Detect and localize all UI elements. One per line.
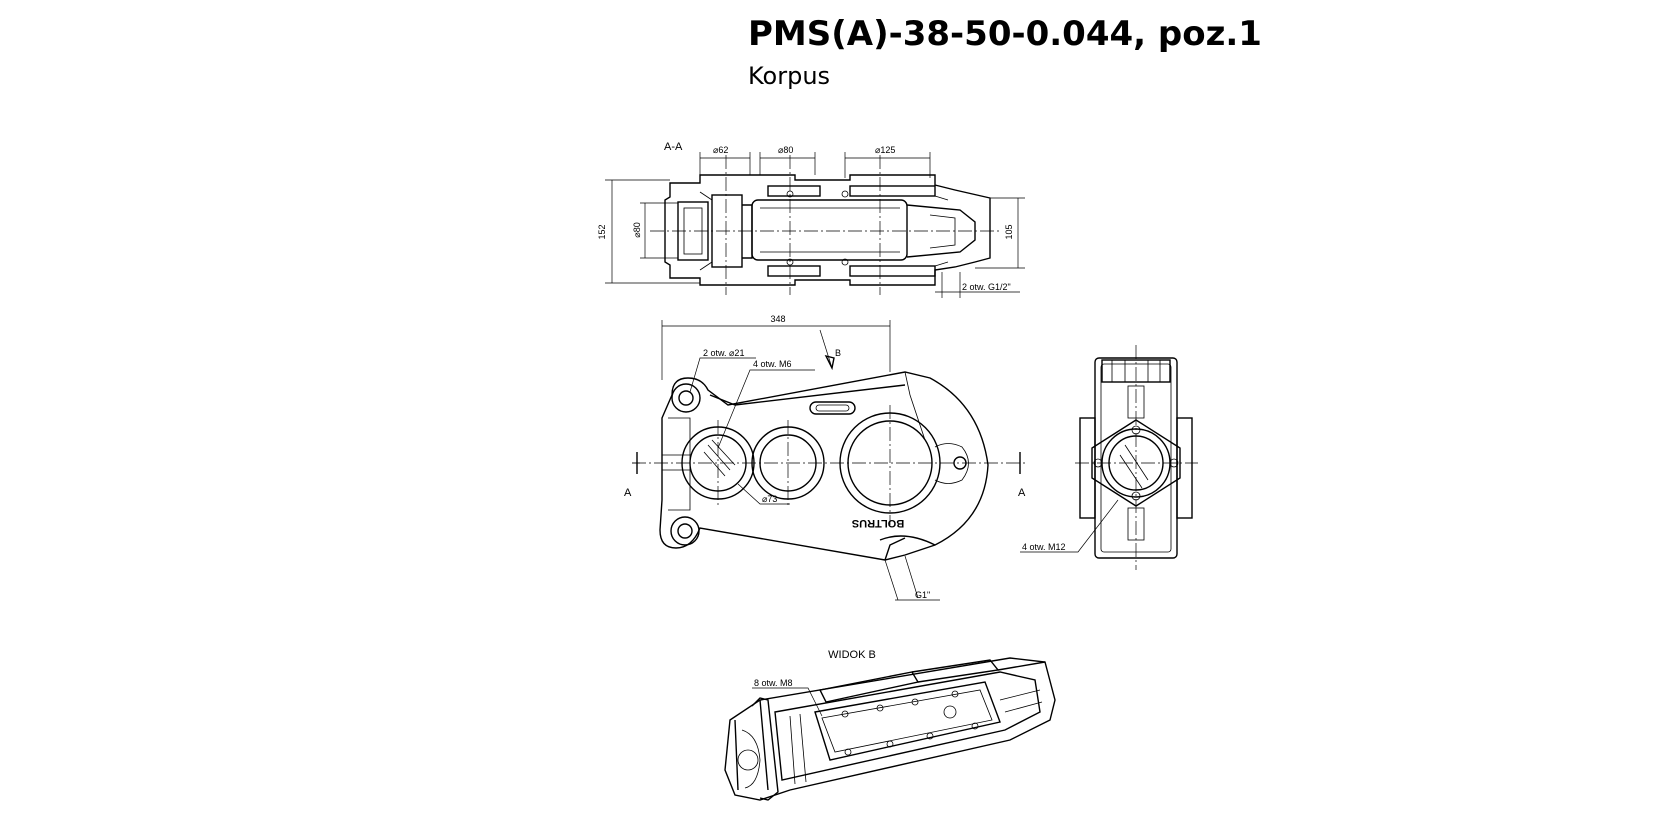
view-b: WIDOK B 8 otw. M8 <box>724 649 1056 801</box>
dim-d80-side: ⌀80 <box>632 222 642 237</box>
note-holes-m6: 4 otw. M6 <box>753 359 792 369</box>
front-view: 348 <box>624 314 1026 601</box>
dim-d62: ⌀62 <box>713 145 728 155</box>
dim-h105: 105 <box>1004 224 1014 239</box>
drawing-title: PMS(A)-38-50-0.044, poz.1 <box>748 14 1262 54</box>
dim-d125: ⌀125 <box>875 145 895 155</box>
drawing-subtitle: Korpus <box>748 62 831 90</box>
section-a-left: A <box>624 487 632 499</box>
dim-g1: G1" <box>915 590 930 600</box>
section-view-a-a: A-A ⌀62 ⌀80 ⌀125 <box>597 141 1025 298</box>
dim-d73: ⌀73 <box>762 494 777 504</box>
note-holes-d21: 2 otw. ⌀21 <box>703 348 744 358</box>
section-a-right: A <box>1018 487 1026 499</box>
dim-d80-top: ⌀80 <box>778 145 793 155</box>
dim-h152: 152 <box>597 224 607 239</box>
note-holes-m8: 8 otw. M8 <box>754 678 793 688</box>
dim-width-348: 348 <box>770 314 785 324</box>
arrow-b-label: B <box>835 348 841 358</box>
section-label: A-A <box>664 141 683 153</box>
note-holes-g12: 2 otw. G1/2" <box>962 282 1011 292</box>
casting-logo: BOLTRUS <box>852 517 904 529</box>
note-holes-m12: 4 otw. M12 <box>1022 542 1066 552</box>
side-view: 4 otw. M12 <box>1020 345 1198 570</box>
view-b-label: WIDOK B <box>828 649 876 661</box>
